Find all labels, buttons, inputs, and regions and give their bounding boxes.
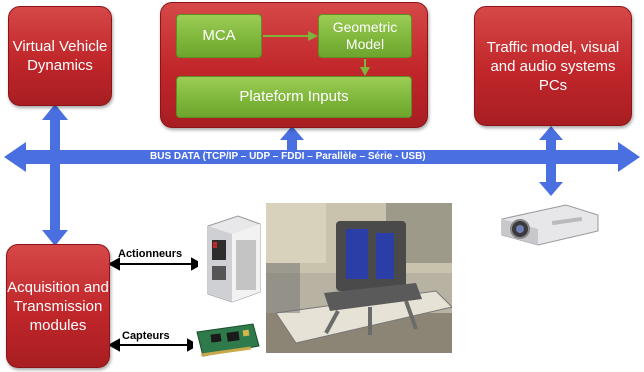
motion-platform-image (266, 203, 452, 353)
plateform-inputs-box: Plateform Inputs (176, 76, 412, 118)
geometric-to-inputs-arrow (360, 59, 370, 76)
plateform-inputs-label: Plateform Inputs (239, 88, 349, 105)
virtual-vehicle-dynamics-box: Virtual Vehicle Dynamics (8, 6, 112, 106)
mca-to-geometric-arrow (263, 31, 318, 41)
mca-label: MCA (202, 27, 236, 44)
actionneurs-arrow (107, 257, 204, 271)
projector-image (494, 197, 604, 249)
sensor-card-image (193, 320, 263, 360)
actuator-drive-image (198, 210, 268, 304)
bus-to-platform-arrow (280, 126, 304, 156)
acquisition-transmission-label: Acquisition and Transmission modules (7, 278, 109, 334)
capteurs-label: Capteurs (122, 330, 170, 342)
vvd-bus-acq-arrow (42, 104, 68, 246)
traffic-model-label: Traffic model, visual and audio systems … (486, 38, 620, 94)
bus-data-label: BUS DATA (TCP/IP – UDP – FDDI – Parallèl… (150, 151, 426, 162)
geometric-model-box: Geometric Model (318, 14, 412, 58)
mca-box: MCA (176, 14, 262, 58)
capteurs-arrow (107, 338, 200, 352)
geometric-model-label: Geometric Model (332, 19, 398, 52)
bus-data-arrow (4, 142, 640, 172)
traffic-model-box: Traffic model, visual and audio systems … (474, 6, 632, 126)
acquisition-transmission-box: Acquisition and Transmission modules (6, 244, 110, 368)
actionneurs-label: Actionneurs (118, 248, 183, 260)
virtual-vehicle-dynamics-label: Virtual Vehicle Dynamics (12, 38, 108, 74)
